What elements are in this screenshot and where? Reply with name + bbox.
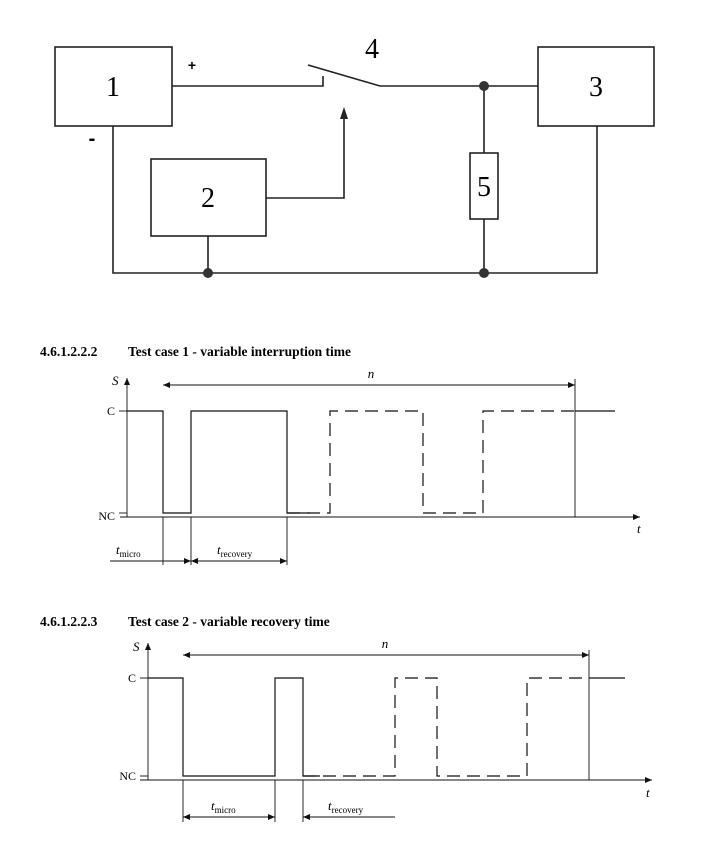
t-recovery-label: trecovery [328, 798, 364, 815]
test-case-1: 4.6.1.2.2.2 Test case 1 - variable inter… [40, 344, 641, 565]
n-label: n [382, 636, 389, 651]
test-case-1-number: 4.6.1.2.2.2 [40, 344, 98, 359]
wire-positive-line [172, 76, 324, 87]
level-c-label: C [128, 671, 136, 685]
block-3-label: 3 [589, 72, 603, 103]
signal-dashed-segment [287, 410, 575, 514]
resistor-5 [469, 152, 499, 220]
circuit-diagram: 1 2 3 5 4 + - [54, 34, 655, 278]
x-axis-label: t [646, 785, 650, 800]
n-label: n [368, 366, 375, 381]
block-2-label: 2 [201, 183, 215, 214]
test-case-2-title: Test case 2 - variable recovery time [128, 614, 330, 629]
test-case-1-title: Test case 1 - variable interruption time [128, 344, 351, 359]
block-1-label: 1 [106, 72, 120, 103]
signal-solid-segment [148, 677, 320, 777]
signal-solid-segment [127, 410, 310, 514]
test-case-2-heading: 4.6.1.2.2.3 Test case 2 - variable recov… [40, 614, 330, 629]
negative-terminal-label: - [89, 128, 96, 150]
junction-dot-bottom-left [203, 268, 213, 278]
actuator-arrow-head [340, 107, 348, 119]
signal-dashed-segment [303, 677, 589, 777]
t-micro-label: tmicro [116, 542, 141, 559]
level-c-label: C [107, 404, 115, 418]
resistor-5-label: 5 [477, 172, 491, 203]
switch-4-label: 4 [365, 34, 379, 65]
block-1 [54, 46, 173, 127]
y-axis-label: S [133, 639, 140, 654]
level-nc-label: NC [98, 509, 115, 523]
junction-dot-bottom-right [479, 268, 489, 278]
positive-terminal-label: + [188, 57, 196, 73]
junction-dot-top [479, 81, 489, 91]
test-case-1-heading: 4.6.1.2.2.2 Test case 1 - variable inter… [40, 344, 351, 359]
block-2 [150, 158, 267, 237]
x-axis-label: t [637, 521, 641, 536]
level-nc-label: NC [119, 769, 136, 783]
switch-blade [307, 64, 381, 87]
t-micro-label: tmicro [211, 798, 236, 815]
block-3 [537, 46, 655, 127]
wire-negative-line [112, 126, 598, 274]
actuator-line [266, 112, 345, 199]
y-axis-label: S [112, 373, 119, 388]
t-recovery-label: trecovery [217, 542, 253, 559]
test-case-2: 4.6.1.2.2.3 Test case 2 - variable recov… [40, 614, 652, 822]
test-case-2-number: 4.6.1.2.2.3 [40, 614, 98, 629]
